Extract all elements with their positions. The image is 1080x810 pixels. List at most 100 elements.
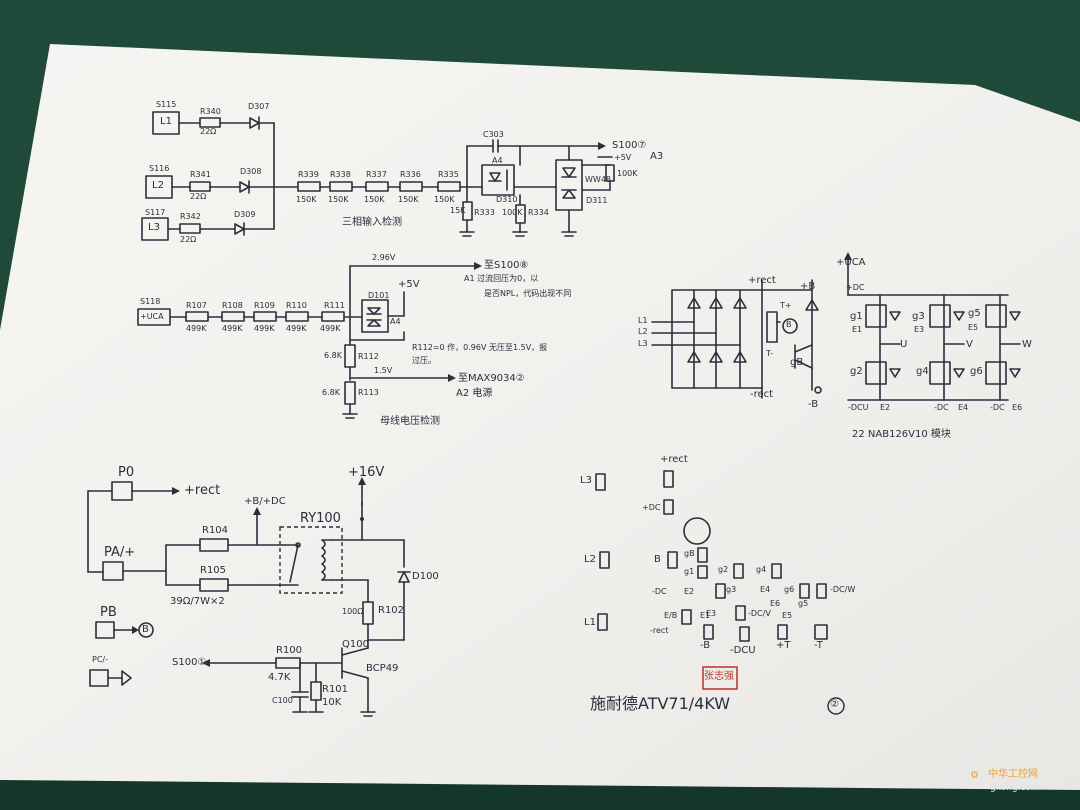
p0-label: P0: [118, 465, 135, 480]
bridge-t-plus: T+: [780, 301, 792, 310]
igbt-e5: E5: [968, 323, 979, 332]
bridge-gb: gB: [790, 357, 804, 368]
a1-note-line1: A1 过流回压为0，以: [464, 274, 539, 283]
r334-value: 100K: [502, 208, 523, 217]
resistor-r341-value: 22Ω: [190, 192, 207, 201]
igbt-g5: g5: [968, 308, 981, 319]
r334-label: R334: [528, 208, 549, 217]
chain-r336: R336: [400, 170, 421, 179]
pin-minus-b: -B: [700, 640, 711, 651]
diode-d308: D308: [240, 167, 262, 176]
terminal-l3: L3: [148, 222, 160, 233]
r104-label: R104: [202, 525, 229, 536]
igbt-plus-dc: +DC: [846, 283, 865, 292]
r100k-label: 100K: [617, 169, 638, 178]
resistor-r109: R109: [254, 301, 275, 310]
plus-b-dc-label: +B/+DC: [244, 496, 286, 507]
chain-r335-value: 150K: [434, 195, 455, 204]
pin-minus-dcu: -DCU: [730, 645, 756, 656]
resistor-r107: R107: [186, 301, 207, 310]
chain-r339: R339: [298, 170, 319, 179]
resistor-r107-value: 499K: [186, 324, 207, 333]
resistor-r342: R342: [180, 212, 201, 221]
r105-label: R105: [200, 565, 227, 576]
r113-label: R113: [358, 388, 379, 397]
to-max-label: 至MAX9034②: [458, 373, 525, 384]
q100-label: Q100: [342, 639, 369, 650]
precharge-relay-circuit: [87, 477, 411, 717]
d100-label: D100: [412, 571, 439, 582]
pin-l2: L2: [584, 554, 596, 565]
resistor-r111-value: 499K: [320, 324, 341, 333]
pin-e1: E1: [700, 611, 711, 620]
a1-note-line2: 是否NPL，代码出现不同: [484, 289, 572, 298]
igbt-e4: E4: [958, 403, 969, 412]
chain-r336-value: 150K: [398, 195, 419, 204]
chain-r338: R338: [330, 170, 351, 179]
bridge-minus-rect: -rect: [750, 389, 774, 400]
pin-plus-dc: +DC: [642, 503, 661, 512]
igbt-g4: g4: [916, 366, 929, 377]
watermark-url: gkong.com: [990, 783, 1040, 793]
bridge-minus-b: -B: [808, 399, 819, 410]
resistor-r109-value: 499K: [254, 324, 275, 333]
pb-label: PB: [100, 605, 117, 620]
plus5v-label: +5V: [614, 153, 632, 162]
pin-g1: g1: [684, 567, 695, 576]
chain-r337: R337: [366, 170, 387, 179]
igbt-minus-dcu: -DCU: [848, 403, 869, 412]
note2-line1: R112=0 作，0.96V 无压至1.5V，报: [412, 343, 548, 352]
a2-label: A2 电源: [456, 388, 493, 399]
diode-d309: D309: [234, 210, 256, 219]
page-number: ②: [830, 699, 839, 710]
resistor-r108-value: 499K: [222, 324, 243, 333]
resistor-r341: R341: [190, 170, 211, 179]
s100-1-label: S100①: [172, 657, 207, 668]
pin-plus-t: +T: [776, 640, 791, 651]
pb-b-circle-label: B: [142, 624, 149, 635]
pin-plus-rect: +rect: [660, 454, 688, 465]
r101-value: 10K: [322, 697, 342, 708]
chain-r338-value: 150K: [328, 195, 349, 204]
paper-sheet: [0, 44, 1080, 790]
terminal-s117: S117: [145, 208, 166, 217]
v-1-5-label: 1.5V: [374, 366, 393, 375]
note2-line2: 过压。: [412, 356, 436, 365]
ww48-label: WW48: [585, 175, 611, 184]
chain-r335: R335: [438, 170, 459, 179]
igbt-plus-uca: +UCA: [836, 257, 866, 268]
three-phase-caption: 三相输入检测: [342, 217, 402, 228]
r102-label: R102: [378, 605, 405, 616]
pin-e-b: E/B: [664, 611, 678, 620]
bridge-l1: L1: [638, 316, 648, 325]
igbt-e3: E3: [914, 325, 925, 334]
pin-e4: E4: [760, 585, 771, 594]
plus16v-label: +16V: [348, 465, 385, 480]
watermark-logo-icon: ⚙: [970, 770, 979, 781]
igbt-phase-w: W: [1022, 339, 1032, 350]
d101-label: D101: [368, 291, 390, 300]
watermark-name: 中华工控网: [988, 769, 1038, 780]
v-2-96-label: 2.96V: [372, 253, 396, 262]
pin-minus-dcv: -DC/V: [748, 609, 771, 618]
bcp49-label: BCP49: [366, 663, 399, 674]
bridge-b-circle: B: [786, 320, 792, 329]
pin-g2: g2: [718, 565, 729, 574]
igbt-g1: g1: [850, 311, 863, 322]
r100-value: 4.7K: [268, 672, 291, 683]
bridge-t-minus: T-: [766, 349, 774, 358]
pin-l3: L3: [580, 475, 592, 486]
r333-value: 15K: [450, 206, 466, 215]
pin-g5: g5: [798, 599, 809, 608]
r102-value: 100Ω: [342, 607, 364, 616]
pin-l1: L1: [584, 617, 596, 628]
resistor-r110-value: 499K: [286, 324, 307, 333]
igbt-g2: g2: [850, 366, 863, 377]
resistor-r342-value: 22Ω: [180, 235, 197, 244]
terminal-l1: L1: [160, 116, 172, 127]
c100-label: C100: [272, 696, 293, 705]
r112-value: 6.8K: [324, 351, 342, 360]
module-pinout: [595, 470, 845, 715]
pin-g3: g3: [726, 585, 737, 594]
